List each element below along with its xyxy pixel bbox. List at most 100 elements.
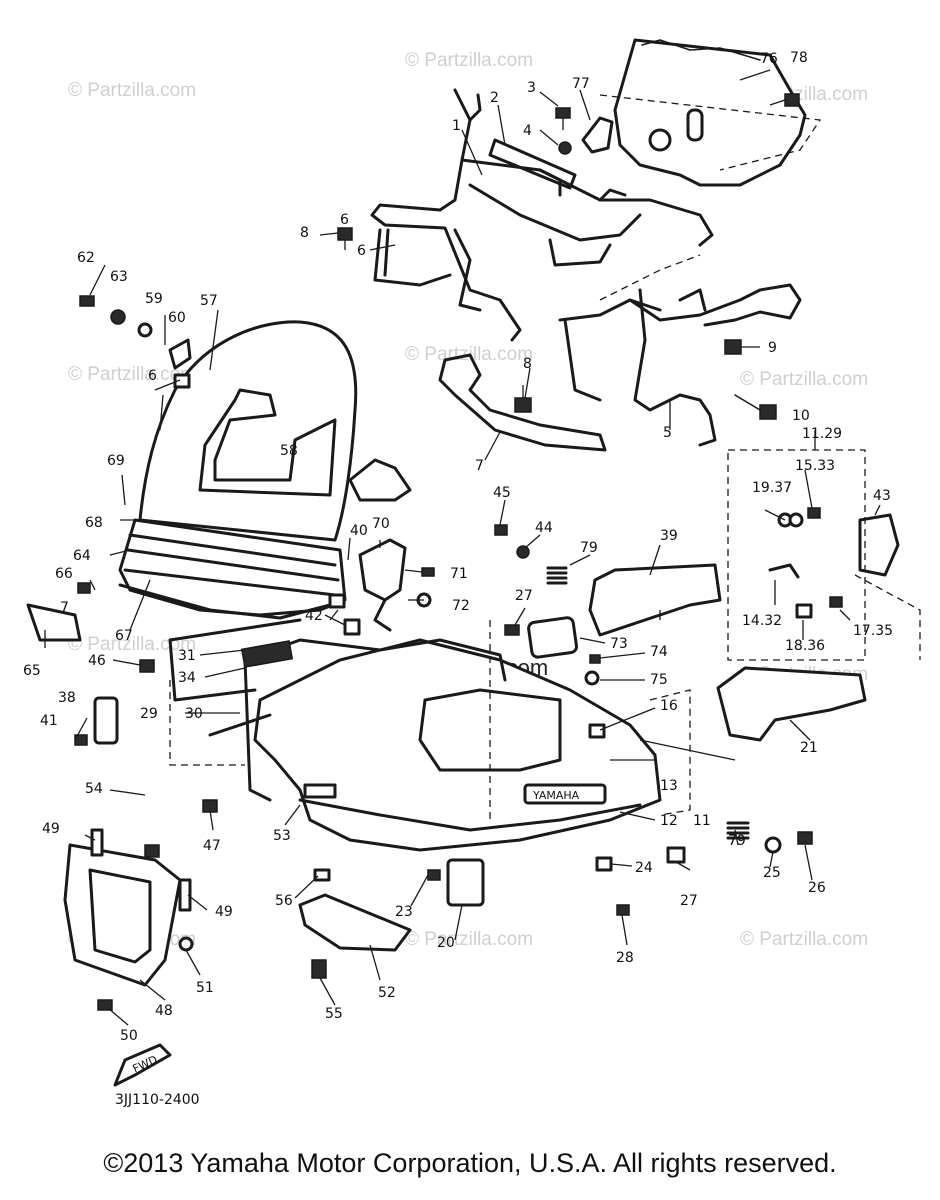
- bolts-mid: [514, 339, 777, 420]
- callout-56: 56: [275, 893, 293, 909]
- callout-38: 38: [58, 690, 76, 706]
- callout-75: 75: [650, 672, 668, 688]
- callout-10: 10: [792, 408, 810, 424]
- front-grill: [63, 843, 182, 987]
- panel-39: [588, 563, 722, 637]
- callout-21: 21: [800, 740, 818, 756]
- watermark: © Partzilla.com: [405, 929, 533, 950]
- callout-71: 71: [450, 566, 468, 582]
- callout-30: 30: [185, 706, 203, 722]
- callout-57: 57: [200, 293, 218, 309]
- callout-41: 41: [40, 713, 58, 729]
- watermark: © Partzilla.com: [68, 364, 196, 385]
- pad-20: [446, 858, 485, 907]
- callout-2: 2: [490, 90, 499, 106]
- callout-49: 49: [42, 821, 60, 837]
- callout-55: 55: [325, 1006, 343, 1022]
- callout-73: 73: [610, 636, 628, 652]
- callout-70: 70: [372, 516, 390, 532]
- callout-43: 43: [873, 488, 891, 504]
- callout-68: 68: [85, 515, 103, 531]
- callout-15-33: 15.33: [795, 458, 835, 474]
- callout-11-29: 11.29: [802, 426, 842, 442]
- stay-7-lower: [438, 353, 607, 452]
- callout-79: 79: [728, 833, 746, 849]
- callout-5: 5: [663, 425, 672, 441]
- callout-76: 76: [760, 51, 778, 67]
- cover-73: [527, 616, 579, 659]
- callout-49: 49: [215, 904, 233, 920]
- callout-62: 62: [77, 250, 95, 266]
- callout-3: 3: [527, 80, 536, 96]
- callout-1: 1: [452, 118, 461, 134]
- callout-20: 20: [437, 935, 455, 951]
- watermark: © Partzilla.com: [740, 929, 868, 950]
- hardware: [26, 295, 843, 1011]
- callout-47: 47: [203, 838, 221, 854]
- leader-lines: [44, 69, 881, 1026]
- lower-stay: [558, 283, 802, 447]
- fairing-logo-text: YAMAHA: [532, 789, 580, 802]
- callout-34: 34: [178, 670, 196, 686]
- callout-6: 6: [357, 243, 366, 259]
- callout-14-32: 14.32: [742, 613, 782, 629]
- under-cowl: [298, 893, 412, 952]
- callout-26: 26: [808, 880, 826, 896]
- callout-48: 48: [155, 1003, 173, 1019]
- callout-58: 58: [280, 443, 298, 459]
- callout-8: 8: [300, 225, 309, 241]
- callout-24: 24: [635, 860, 653, 876]
- bracket-2: [488, 138, 577, 190]
- callout-44: 44: [535, 520, 553, 536]
- callout-40: 40: [350, 523, 368, 539]
- diagram-code: 3JJ110-2400: [115, 1092, 200, 1108]
- callout-78: 78: [790, 50, 808, 66]
- forward-arrow: FWD: [113, 1043, 172, 1087]
- callout-25: 25: [763, 865, 781, 881]
- reflector-38: [93, 696, 119, 745]
- callout-39: 39: [660, 528, 678, 544]
- main-fairing: YAMAHA: [253, 638, 662, 852]
- watermark: © Partzilla.com: [740, 369, 868, 390]
- clamp-77: [581, 116, 614, 154]
- bolts-top: [337, 93, 800, 250]
- panel-58: [348, 458, 412, 502]
- callout-11: 11: [693, 813, 711, 829]
- callout-67: 67: [115, 628, 133, 644]
- callout-46: 46: [88, 653, 106, 669]
- callout-6: 6: [148, 368, 157, 384]
- callout-51: 51: [196, 980, 214, 996]
- callout-66: 66: [55, 566, 73, 582]
- callout-7: 7: [60, 600, 69, 616]
- callout-31: 31: [178, 648, 196, 664]
- callout-19-37: 19.37: [752, 480, 792, 496]
- callout-27: 27: [680, 893, 698, 909]
- callout-16: 16: [660, 698, 678, 714]
- callout-74: 74: [650, 644, 668, 660]
- callout-17-35: 17.35: [853, 623, 893, 639]
- callout-6: 6: [340, 212, 349, 228]
- watermark: © Partzilla.com: [68, 634, 196, 655]
- callout-63: 63: [110, 269, 128, 285]
- callout-65: 65: [23, 663, 41, 679]
- watermark: © Partzilla.com: [68, 80, 196, 101]
- callout-42: 42: [305, 608, 323, 624]
- copyright-notice: ©2013 Yamaha Motor Corporation, U.S.A. A…: [103, 1148, 837, 1178]
- inner-panel: [168, 618, 507, 802]
- callout-29: 29: [140, 706, 158, 722]
- callout-12: 12: [660, 813, 678, 829]
- upper-stay-bracket: [370, 88, 714, 342]
- windshield: [138, 320, 358, 542]
- callout-13: 13: [660, 778, 678, 794]
- meter-cover: [613, 38, 807, 187]
- callout-59: 59: [145, 291, 163, 307]
- callout-69: 69: [107, 453, 125, 469]
- callout-79: 79: [580, 540, 598, 556]
- callout-54: 54: [85, 781, 103, 797]
- callout-7: 7: [475, 458, 484, 474]
- callout-4: 4: [523, 123, 532, 139]
- callout-27: 27: [515, 588, 533, 604]
- callout-45: 45: [493, 485, 511, 501]
- callout-28: 28: [616, 950, 634, 966]
- watermark: © Partzilla.com: [405, 50, 533, 71]
